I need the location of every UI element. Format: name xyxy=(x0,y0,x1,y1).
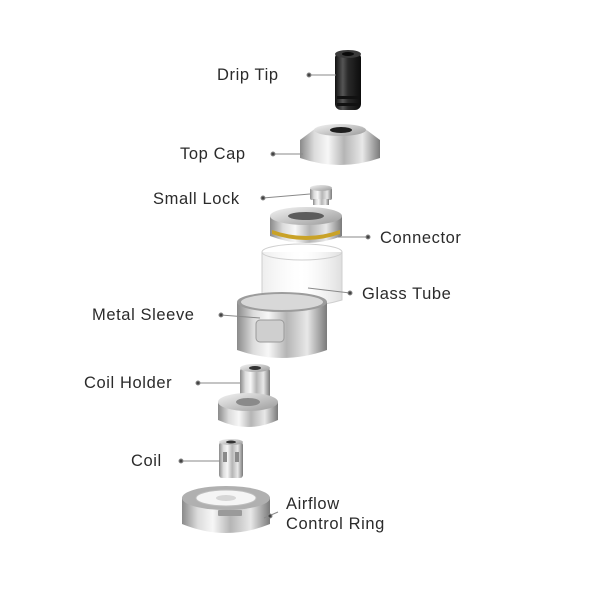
label-airflow-line2: Control Ring xyxy=(286,515,385,533)
small-lock-part xyxy=(310,185,332,205)
metal-sleeve-part xyxy=(237,292,327,358)
coil-holder-part xyxy=(218,364,278,427)
label-drip-tip: Drip Tip xyxy=(217,66,279,84)
label-coil: Coil xyxy=(131,452,162,470)
coil-part xyxy=(219,439,243,478)
airflow-ring-part xyxy=(182,486,270,533)
label-airflow-line1: Airflow xyxy=(286,495,340,513)
leader-lines xyxy=(178,72,371,519)
label-coil-holder: Coil Holder xyxy=(84,374,173,392)
label-glass-tube: Glass Tube xyxy=(362,285,452,303)
label-small-lock: Small Lock xyxy=(153,190,240,208)
drip-tip-part xyxy=(335,50,361,110)
label-connector: Connector xyxy=(380,229,462,247)
label-metal-sleeve: Metal Sleeve xyxy=(92,306,195,324)
label-top-cap: Top Cap xyxy=(180,145,246,163)
top-cap-part xyxy=(300,124,380,165)
connector-part xyxy=(270,207,342,243)
